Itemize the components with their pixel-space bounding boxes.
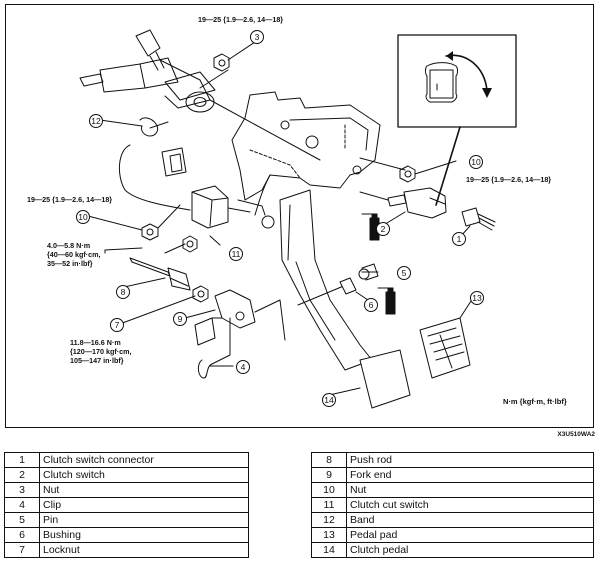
push-rod-8-drawing [129,257,191,291]
part-name: Clutch switch [39,467,249,483]
cut-switch-nut-drawing [182,235,198,253]
figure-code: X3U510WA2 [557,431,595,438]
callout-3: 3 [250,30,264,44]
part-name: Push rod [346,452,594,468]
part-name: Bushing [39,527,249,543]
fork-end-9-drawing [194,289,286,346]
part-name: Clip [39,497,249,513]
part-name: Clutch switch connector [39,452,249,468]
part-name: Fork end [346,467,594,483]
clutch-pedal-14-drawing [279,189,411,409]
part-number: 11 [311,497,347,513]
torque-spec-locknut-line2: {120—170 kgf·cm, [70,347,132,356]
grease-icon [361,213,380,241]
part-name: Nut [346,482,594,498]
part-number: 6 [4,527,40,543]
exploded-view-drawing [79,29,517,409]
callout-12: 12 [89,114,103,128]
part-name: Pedal pad [346,527,594,543]
callout-2: 2 [376,222,390,236]
torque-spec-locknut-line3: 105—147 in·lbf} [70,356,124,365]
units-note: N·m {kgf·m, ft·lbf} [503,397,567,406]
callout-1: 1 [452,232,466,246]
clutch-switch-connector-1-drawing [461,207,496,231]
torque-spec-locknut-line1: 11.8—16.6 N·m [70,338,121,347]
nut-10-right-drawing [359,157,416,183]
callout-5: 5 [397,266,411,280]
torque-spec-cut-switch-line3: 35—52 in·lbf} [47,259,93,268]
callout-14: 14 [322,393,336,407]
part-number: 4 [4,497,40,513]
part-number: 2 [4,467,40,483]
part-number: 1 [4,452,40,468]
harness-connector-drawing [118,144,191,211]
bushing-6-drawing [339,277,357,295]
part-name: Nut [39,482,249,498]
torque-spec-cut-switch-line1: 4.0—5.8 N·m [47,241,91,250]
grease-icon [377,287,396,315]
part-name: Locknut [39,542,249,558]
clip-4-drawing [197,317,231,379]
part-number: 12 [311,512,347,528]
callout-11: 11 [229,247,243,261]
part-name: Clutch cut switch [346,497,594,513]
part-number: 8 [311,452,347,468]
callout-7: 7 [110,318,124,332]
part-number: 9 [311,467,347,483]
part-number: 14 [311,542,347,558]
callout-10-left: 10 [76,210,90,224]
callout-6: 6 [364,298,378,312]
torque-spec-nut-3: 19—25 {1.9—2.6, 14—18} [198,15,284,24]
torque-spec-nut-10-right: 19—25 {1.9—2.6, 14—18} [466,175,552,184]
part-number: 3 [4,482,40,498]
clutch-cut-switch-11-drawing [191,185,275,229]
locknut-7-drawing [192,285,209,303]
part-number: 10 [311,482,347,498]
torque-spec-nut-10-left: 19—25 {1.9—2.6, 14—18} [27,195,113,204]
part-number: 7 [4,542,40,558]
torque-spec-cut-switch-line2: {40—60 kgf·cm, [47,250,101,259]
part-number: 13 [311,527,347,543]
part-name: Pin [39,512,249,528]
nut-3-drawing [199,53,230,89]
band-12-drawing [139,117,169,137]
pedal-bracket-drawing [231,91,381,216]
part-name: Clutch pedal [346,542,594,558]
callout-4: 4 [236,360,250,374]
callout-8: 8 [116,285,130,299]
part-number: 5 [4,512,40,528]
callout-13: 13 [470,291,484,305]
connector-rotation-inset [397,34,517,206]
callout-10-right: 10 [469,155,483,169]
callout-9: 9 [173,312,187,326]
part-name: Band [346,512,594,528]
master-cylinder-assembly [79,29,321,161]
nut-10-left-drawing [141,204,181,241]
pedal-pad-13-drawing [419,317,471,379]
